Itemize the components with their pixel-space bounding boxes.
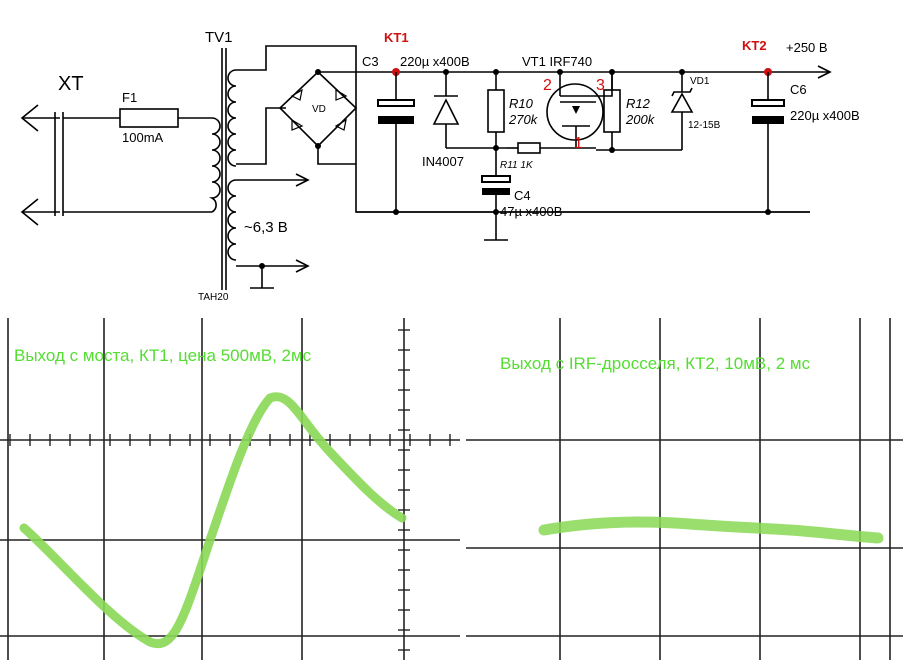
- capacitor-c6: KT2 +250 B C6 220µ x400B: [742, 38, 860, 215]
- kt1-label: KT1: [384, 30, 409, 45]
- diode-in4007: IN4007: [422, 69, 506, 169]
- r11-label: R11 1K: [500, 160, 534, 171]
- output-voltage: +250 B: [786, 40, 828, 55]
- pin-drain: 2: [543, 77, 552, 94]
- schematic: XT F1 100mA TV1 TAH20 ~6,3 B: [20, 29, 860, 303]
- transformer-ref: TV1: [205, 29, 233, 46]
- scope-caption: Выход с моста, КТ1, цена 500мВ, 2мс: [14, 346, 312, 365]
- r12-ref: R12: [626, 96, 651, 111]
- r10-value: 270k: [508, 112, 539, 127]
- c6-ref: C6: [790, 82, 807, 97]
- center-ticks: [9, 329, 451, 651]
- fuse-ref: F1: [122, 90, 137, 105]
- connector-xt: XT: [20, 73, 84, 226]
- c6-value: 220µ x400B: [790, 108, 860, 123]
- zener-vd1: VD1 12-15B: [670, 69, 721, 150]
- transformer-type: TAH20: [198, 292, 229, 303]
- resistor-r12: R12 200k: [596, 72, 682, 153]
- scope-caption: Выход с IRF-дросселя, КТ2, 10мВ, 2 мс: [500, 354, 811, 373]
- c4-ref: C4: [514, 188, 531, 203]
- vt1-label: VT1 IRF740: [522, 54, 592, 69]
- transformer-tv1: TV1 TAH20 ~6,3 B: [198, 29, 310, 303]
- pin-gate: 1: [574, 135, 583, 152]
- resistor-r10: R10 270k: [487, 69, 539, 151]
- pin-source: 3: [596, 77, 605, 94]
- capacitor-c3: KT1 C3 220µ x400B: [362, 30, 470, 215]
- transistor-vt1: VT1 IRF740 2 3 1: [522, 54, 615, 152]
- c3-ref: C3: [362, 54, 379, 69]
- r10-ref: R10: [509, 96, 534, 111]
- fuse-f1: F1 100mA: [63, 90, 212, 213]
- waveform-trace: [538, 516, 884, 544]
- c3-value: 220µ x400B: [400, 54, 470, 69]
- diode-label: IN4007: [422, 154, 464, 169]
- r12-value: 200k: [625, 112, 656, 127]
- connector-label: XT: [58, 73, 84, 95]
- kt2-label: KT2: [742, 38, 767, 53]
- vd1-ref: VD1: [690, 76, 710, 87]
- resistor-r11-capacitor-c4: R11 1K C4 47µ x400B: [481, 142, 596, 241]
- fuse-value: 100mA: [122, 130, 164, 145]
- secondary-voltage: ~6,3 B: [244, 219, 288, 236]
- waveform-trace: [19, 392, 407, 649]
- oscillogram-kt2: Выход с IRF-дросселя, КТ2, 10мВ, 2 мс: [466, 318, 903, 660]
- oscillogram-kt1: Выход с моста, КТ1, цена 500мВ, 2мс: [0, 318, 460, 660]
- vd1-value: 12-15B: [688, 120, 721, 131]
- bridge-label: VD: [312, 104, 326, 115]
